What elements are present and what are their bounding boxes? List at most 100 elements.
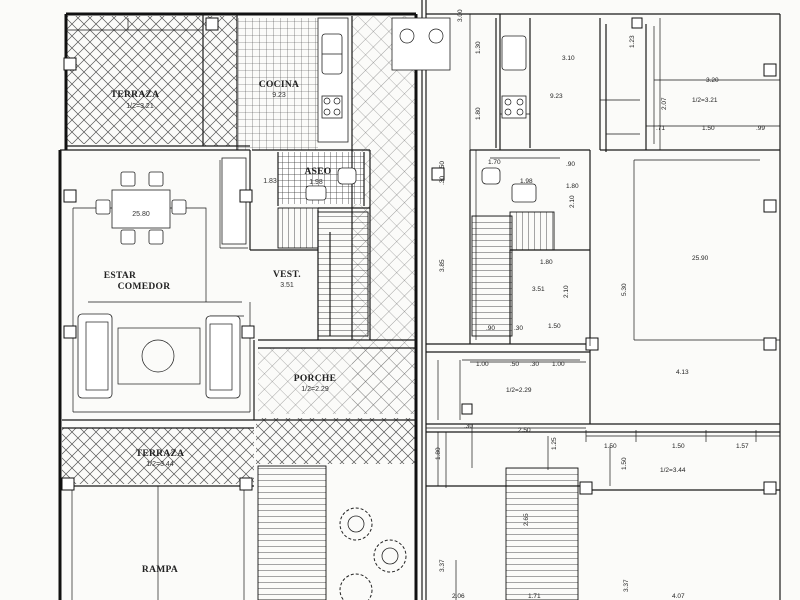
sofa-right-inner xyxy=(209,323,233,391)
room-area-aseo: 1.98 xyxy=(309,179,323,186)
dim-label: 1.30 xyxy=(475,41,482,54)
tree-icon xyxy=(373,539,407,573)
dryer-icon xyxy=(428,28,444,44)
dining-table xyxy=(111,189,171,229)
dim-label: .50 xyxy=(439,161,446,170)
dim-label: 1.50 xyxy=(548,323,561,330)
dim-label: 1.25 xyxy=(551,437,558,450)
stairs-right-main xyxy=(471,215,513,337)
dim-label: 1.00 xyxy=(476,361,489,368)
chair xyxy=(171,199,187,215)
toilet xyxy=(337,167,357,185)
dim-label: 3.00 xyxy=(457,9,464,22)
room-area-vest: 3.51 xyxy=(280,282,294,289)
right-basin xyxy=(511,183,537,203)
appliance-top xyxy=(391,17,451,71)
dim-label: 1.23 xyxy=(629,35,636,48)
ramp-lines xyxy=(71,486,245,600)
tree-icon xyxy=(339,573,373,600)
sofa-left xyxy=(77,313,113,399)
room-name-comedor: COMEDOR xyxy=(118,282,171,292)
room-area-left-small: 1.83 xyxy=(263,178,277,185)
dim-label: .90 xyxy=(566,161,575,168)
dim-label: 1/2=3.44 xyxy=(660,467,686,474)
column xyxy=(239,477,253,491)
terraza-top-hatch xyxy=(66,16,203,144)
right-toilet xyxy=(481,167,501,185)
dim-label: 1.50 xyxy=(621,457,628,470)
room-name-porche: PORCHE xyxy=(294,374,336,384)
dim-label: 4.13 xyxy=(676,369,689,376)
stairs-left-landing xyxy=(277,207,319,249)
stairs-right-bottom xyxy=(505,467,579,600)
dim-label: 3.37 xyxy=(439,559,446,572)
right-inner-light xyxy=(459,18,780,468)
dim-label: 2.10 xyxy=(569,195,576,208)
dim-label: 2.10 xyxy=(563,285,570,298)
cocina-floor-hatch xyxy=(238,18,318,150)
dim-label: 1.98 xyxy=(520,178,533,185)
column xyxy=(241,325,255,339)
column xyxy=(763,337,777,351)
basin xyxy=(305,185,327,201)
column xyxy=(63,57,77,71)
rug xyxy=(117,327,201,385)
dim-label: 2.06 xyxy=(452,593,465,600)
dim-label: 5.30 xyxy=(621,283,628,296)
dim-label: 1.50 xyxy=(604,443,617,450)
dim-label: .30 xyxy=(464,423,473,430)
dim-label: .30 xyxy=(514,325,523,332)
column xyxy=(61,477,75,491)
dim-label: 1.50 xyxy=(702,125,715,132)
dim-label: 1.80 xyxy=(566,183,579,190)
dim-label: 3.10 xyxy=(562,55,575,62)
terraza-side-hatch xyxy=(203,16,237,146)
dim-label: .71 xyxy=(656,125,665,132)
dim-label: 1.70 xyxy=(488,159,501,166)
left-unit-outline xyxy=(58,12,418,600)
cooktop xyxy=(321,95,343,119)
sofa-right xyxy=(205,315,241,399)
dim-label: 1.57 xyxy=(736,443,749,450)
dim-label: 2.50 xyxy=(518,427,531,434)
dim-label: 3.85 xyxy=(439,259,446,272)
column xyxy=(63,189,77,203)
chair xyxy=(148,171,164,187)
room-area-terraza-bottom: 1/2=3.44 xyxy=(146,461,174,468)
coffee-table xyxy=(141,339,175,373)
column xyxy=(205,17,219,31)
washer-icon xyxy=(399,28,415,44)
dim-label: 9.23 xyxy=(550,93,563,100)
column xyxy=(239,189,253,203)
terraza-bottom-hatch xyxy=(62,428,254,484)
stairs-right-landing xyxy=(509,211,555,251)
column xyxy=(763,199,777,213)
terraza-bottom-hatch-2 xyxy=(256,418,416,464)
sofa-left-inner xyxy=(85,321,109,391)
room-area-porche: 1/2=2.29 xyxy=(301,386,329,393)
dim-label: 1.71 xyxy=(528,593,541,600)
column xyxy=(763,481,777,495)
chair xyxy=(95,199,111,215)
party-wall xyxy=(421,0,427,600)
room-name-vest: VEST. xyxy=(273,270,301,280)
dim-label: 1.80 xyxy=(540,259,553,266)
dim-label: 1.80 xyxy=(475,107,482,120)
dim-label: 1.50 xyxy=(672,443,685,450)
dim-label: .90 xyxy=(486,325,495,332)
dim-label: 3.20 xyxy=(706,77,719,84)
tree-icon xyxy=(339,507,373,541)
right-cooktop xyxy=(501,95,527,119)
right-sink xyxy=(501,35,527,71)
dim-label: 2.65 xyxy=(523,513,530,526)
dim-label: 1.80 xyxy=(435,447,442,460)
stairs-left-main xyxy=(317,211,369,337)
room-name-cocina: COCINA xyxy=(259,80,299,90)
dimension-lines xyxy=(426,14,780,600)
dim-label: .50 xyxy=(510,361,519,368)
room-name-terraza-bottom: TERRAZA xyxy=(136,449,185,459)
room-name-aseo: ASEO xyxy=(304,167,331,177)
dim-label: 2.07 xyxy=(661,97,668,110)
dim-label: .99 xyxy=(756,125,765,132)
dim-label: 3.51 xyxy=(532,286,545,293)
